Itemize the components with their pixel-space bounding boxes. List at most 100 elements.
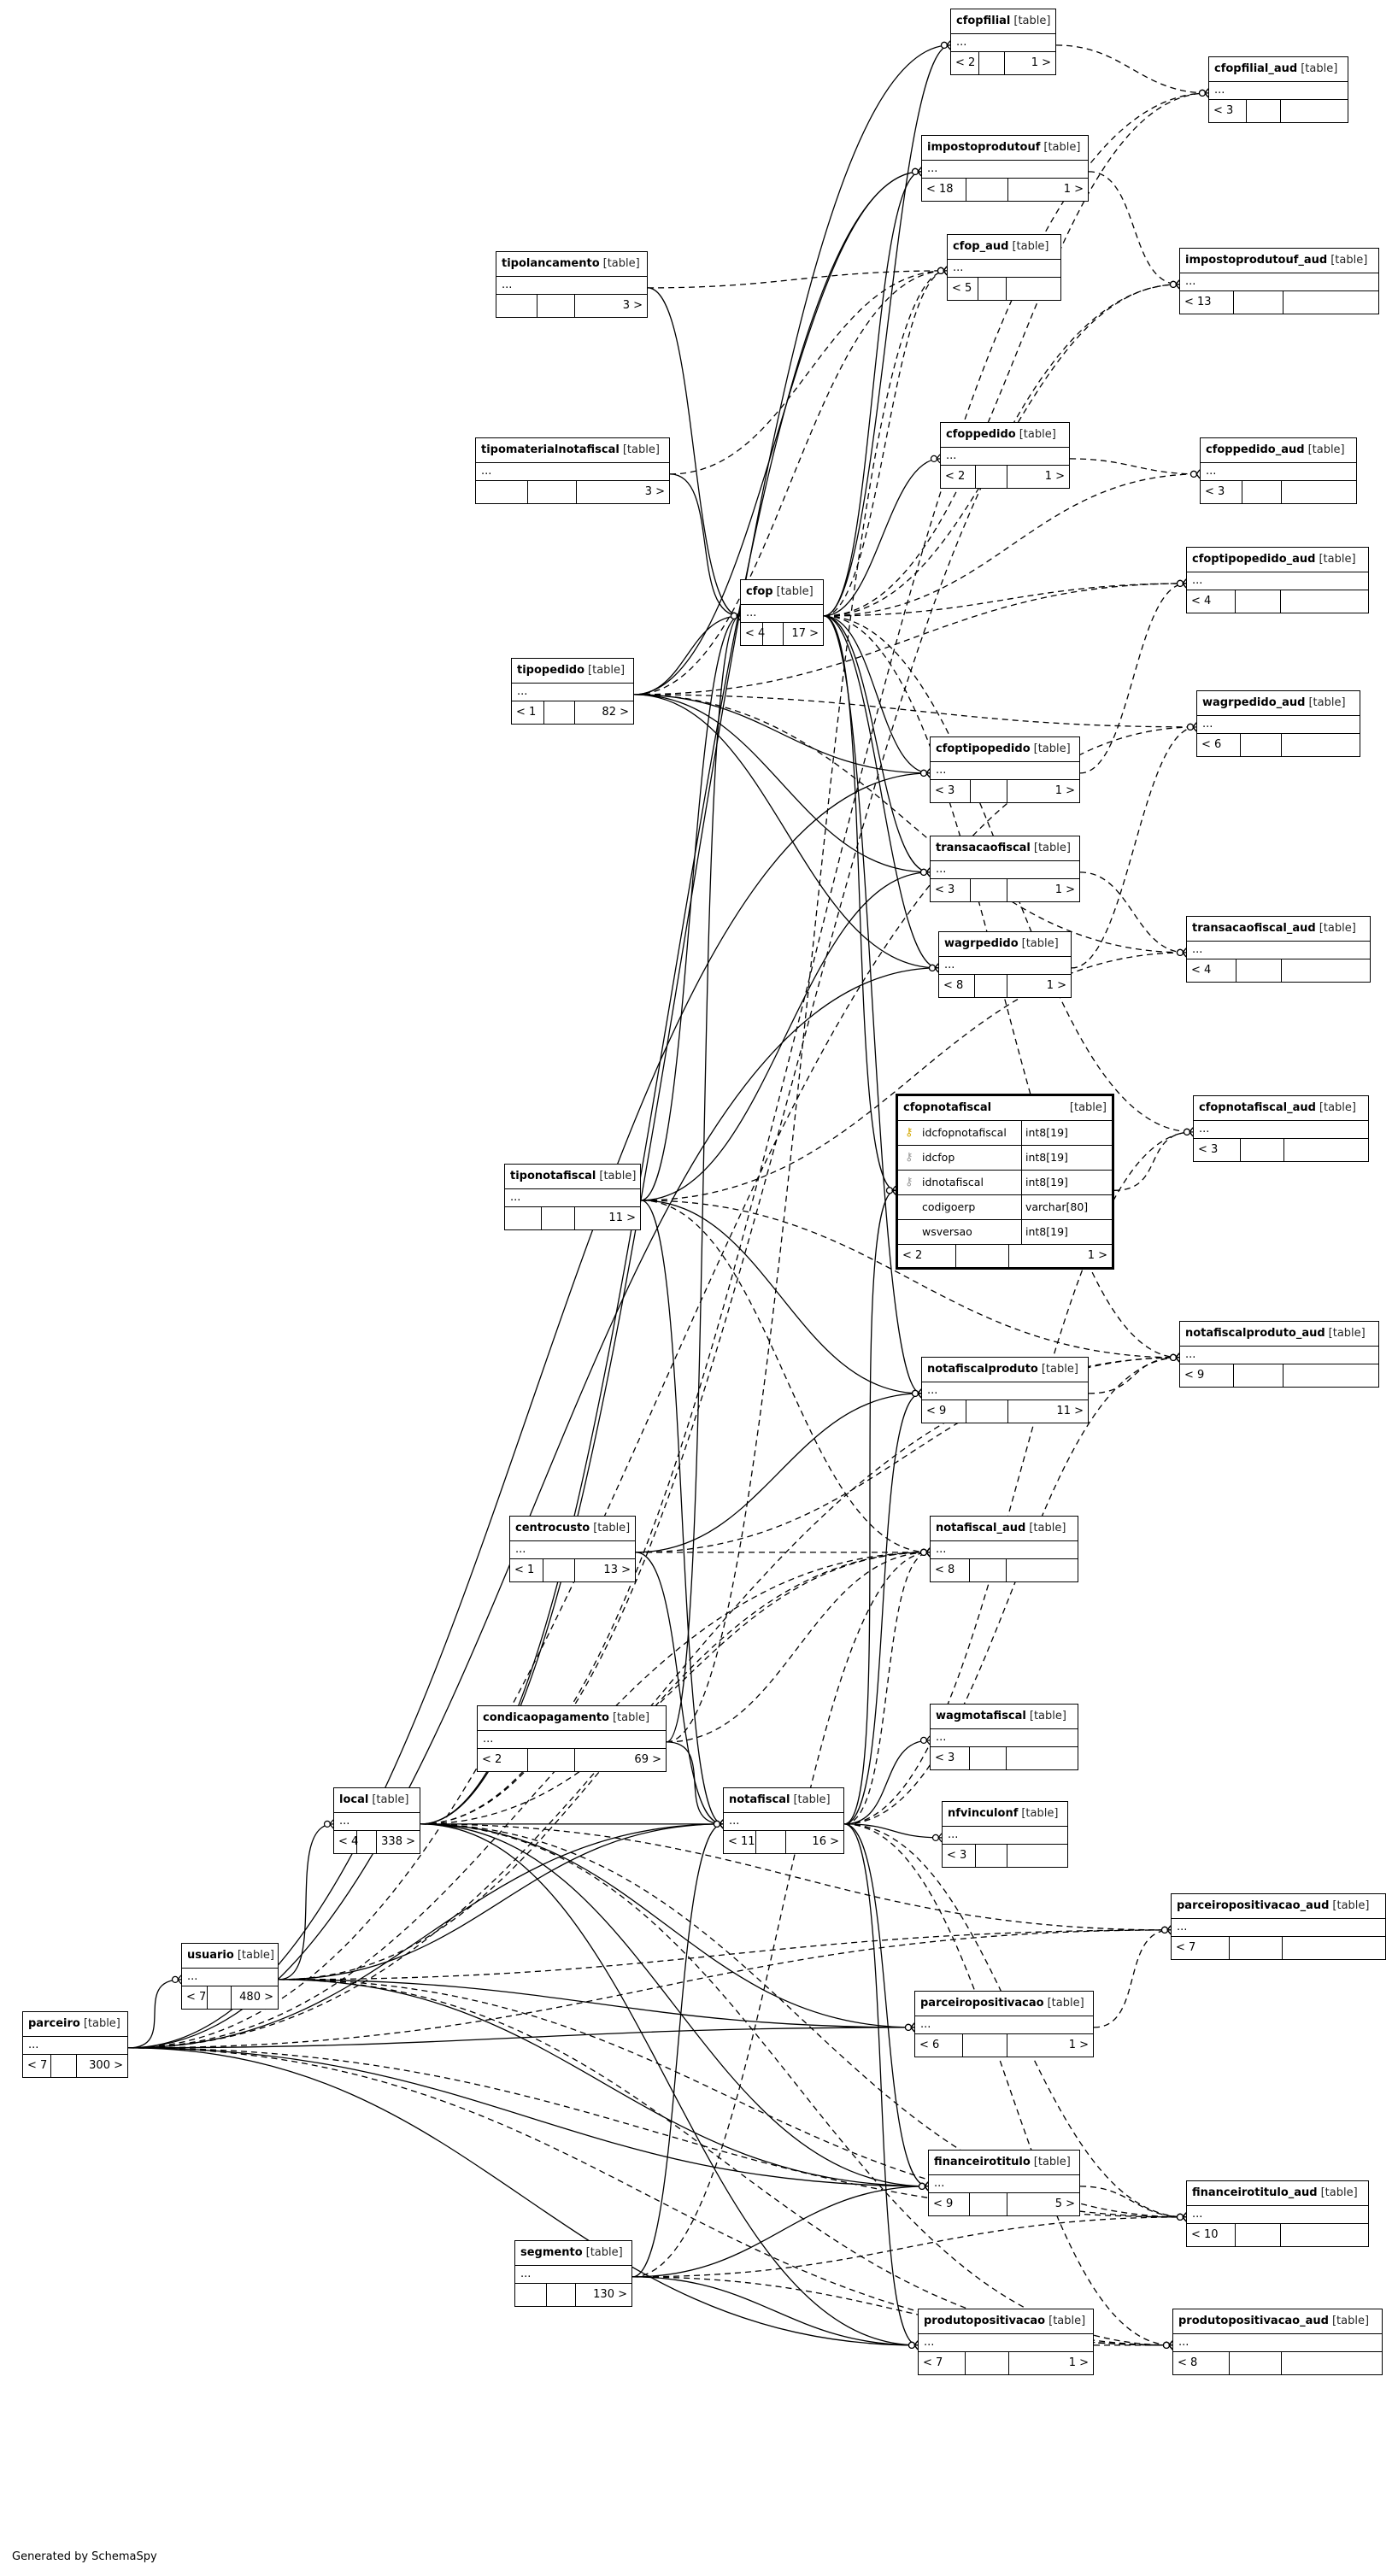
child-count[interactable] — [1283, 291, 1378, 314]
parent-count[interactable]: < 1 — [512, 701, 545, 724]
child-count[interactable]: 3 > — [622, 299, 643, 312]
child-count[interactable] — [1007, 1559, 1078, 1581]
parent-count[interactable] — [505, 1207, 542, 1229]
parent-count[interactable]: < 2 — [478, 1749, 529, 1771]
parent-count[interactable]: < 7 — [23, 2055, 51, 2077]
parent-count[interactable]: < 9 — [929, 2193, 970, 2215]
parent-count[interactable] — [515, 2284, 547, 2306]
table-tipomaterialnotafiscal[interactable]: tipomaterialnotafiscal[table]...3 > — [475, 437, 670, 504]
table-segmento[interactable]: segmento[table]...130 > — [514, 2240, 632, 2307]
child-count[interactable] — [1282, 481, 1356, 503]
parent-count[interactable]: < 13 — [1180, 291, 1234, 314]
child-count[interactable]: 300 > — [89, 2059, 123, 2072]
parent-count[interactable]: < 4 — [741, 623, 765, 645]
child-count[interactable]: 13 > — [603, 1564, 631, 1576]
parent-count[interactable]: < 5 — [948, 278, 978, 300]
child-count[interactable] — [1283, 1364, 1378, 1387]
child-count[interactable]: 17 > — [791, 627, 819, 640]
parent-count[interactable] — [476, 481, 529, 503]
parent-count[interactable]: < 3 — [943, 1845, 977, 1867]
child-count[interactable]: 11 > — [1056, 1405, 1084, 1417]
parent-count[interactable]: < 3 — [1201, 481, 1243, 503]
child-count[interactable]: 1 > — [1068, 2356, 1089, 2369]
table-parceiropositivacao-aud[interactable]: parceiropositivacao_aud[table]...< 7 — [1171, 1893, 1386, 1960]
parent-count[interactable]: < 8 — [931, 1559, 971, 1581]
table-nfvinculonf[interactable]: nfvinculonf[table]...< 3 — [942, 1801, 1068, 1868]
child-count[interactable]: 11 > — [608, 1212, 636, 1224]
child-count[interactable] — [1281, 590, 1368, 613]
child-count[interactable]: 1 > — [1063, 183, 1084, 196]
child-count[interactable]: 480 > — [239, 1991, 273, 2004]
parent-count[interactable]: < 6 — [1197, 734, 1242, 756]
table-transacaofiscal-aud[interactable]: transacaofiscal_aud[table]...< 4 — [1186, 916, 1371, 983]
child-count[interactable]: 1 > — [1054, 784, 1075, 797]
parent-count[interactable]: < 4 — [1187, 959, 1236, 982]
table-cfoptipopedido-aud[interactable]: cfoptipopedido_aud[table]...< 4 — [1186, 547, 1369, 613]
child-count[interactable] — [1282, 959, 1370, 982]
parent-count[interactable]: < 3 — [1194, 1139, 1242, 1161]
child-count[interactable]: 1 > — [1054, 883, 1075, 896]
child-count[interactable]: 16 > — [812, 1835, 839, 1848]
parent-count[interactable] — [496, 295, 537, 317]
table-impostoprodutouf-aud[interactable]: impostoprodutouf_aud[table]...< 13 — [1179, 248, 1379, 314]
parent-count[interactable]: < 7 — [1172, 1937, 1230, 1959]
table-tipolancamento[interactable]: tipolancamento[table]...3 > — [496, 251, 648, 318]
parent-count[interactable]: < 4 — [334, 1831, 358, 1853]
child-count[interactable]: 1 > — [1068, 2039, 1089, 2051]
child-count[interactable] — [1281, 2224, 1368, 2246]
parent-count[interactable]: < 7 — [182, 1986, 209, 2009]
parent-count[interactable]: < 3 — [931, 1747, 971, 1769]
parent-count[interactable]: < 11 — [724, 1831, 756, 1853]
table-notafiscalproduto-aud[interactable]: notafiscalproduto_aud[table]...< 9 — [1179, 1321, 1379, 1388]
parent-count[interactable]: < 9 — [922, 1400, 967, 1423]
table-wagrpedido-aud[interactable]: wagrpedido_aud[table]...< 6 — [1196, 690, 1360, 757]
parent-count[interactable]: < 4 — [1187, 590, 1236, 613]
table-tiponotafiscal[interactable]: tiponotafiscal[table]...11 > — [504, 1164, 641, 1230]
child-count[interactable]: 1 > — [1087, 1249, 1107, 1262]
child-count[interactable] — [1007, 1747, 1078, 1769]
parent-count[interactable]: < 8 — [939, 975, 975, 997]
parent-count[interactable]: < 9 — [1180, 1364, 1234, 1387]
parent-count[interactable]: < 2 — [898, 1245, 956, 1267]
table-cfop-aud[interactable]: cfop_aud[table]...< 5 — [947, 234, 1061, 301]
child-count[interactable]: 1 > — [1046, 979, 1066, 992]
parent-count[interactable]: < 7 — [919, 2352, 966, 2374]
parent-count[interactable]: < 2 — [951, 52, 979, 74]
child-count[interactable] — [1283, 1937, 1385, 1959]
child-count[interactable] — [1007, 1845, 1067, 1867]
parent-count[interactable]: < 3 — [931, 780, 971, 802]
child-count[interactable]: 69 > — [634, 1753, 661, 1766]
child-count[interactable]: 3 > — [644, 485, 665, 498]
parent-count[interactable]: < 1 — [510, 1559, 544, 1581]
child-count[interactable]: 1 > — [1044, 470, 1065, 483]
child-count[interactable]: 1 > — [1031, 56, 1051, 69]
child-count[interactable] — [1282, 734, 1360, 756]
parent-count[interactable]: < 8 — [1173, 2352, 1230, 2374]
parent-count[interactable]: < 18 — [922, 179, 967, 201]
child-count[interactable] — [1281, 100, 1348, 122]
parent-count[interactable]: < 3 — [1209, 100, 1247, 122]
parent-count[interactable]: < 10 — [1187, 2224, 1236, 2246]
child-count[interactable]: 82 > — [602, 706, 629, 719]
parent-count[interactable]: < 2 — [941, 466, 976, 488]
table-cfopnotafiscal-aud[interactable]: cfopnotafiscal_aud[table]...< 3 — [1193, 1095, 1369, 1162]
table-cfoppedido-aud[interactable]: cfoppedido_aud[table]...< 3 — [1200, 437, 1357, 504]
child-count[interactable] — [1284, 1139, 1368, 1161]
child-count[interactable]: 130 > — [593, 2288, 627, 2301]
child-count[interactable] — [1282, 2352, 1382, 2374]
